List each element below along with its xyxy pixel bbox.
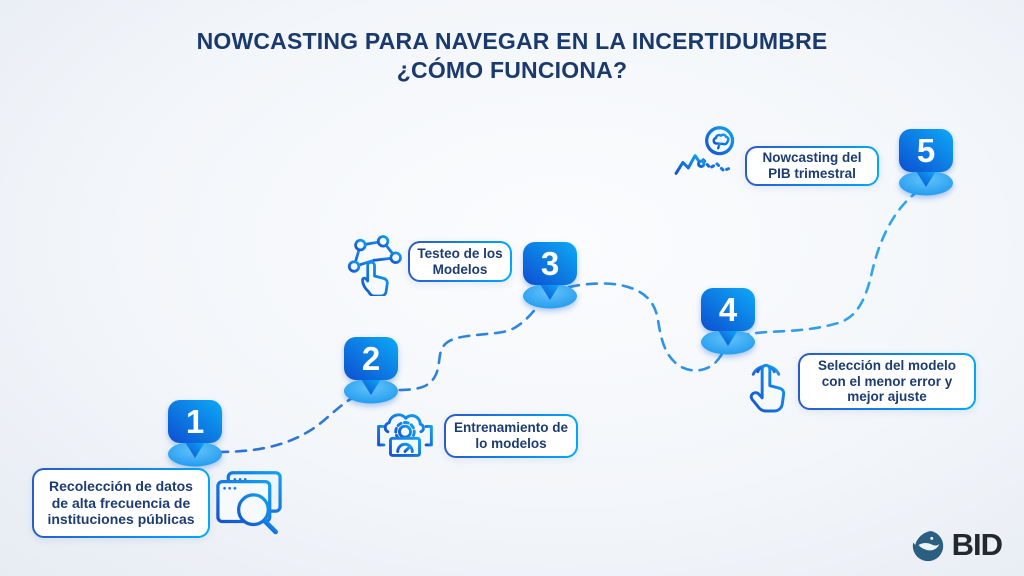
step-1-label-box: Recolección de datos de alta frecuencia … (32, 468, 210, 538)
step-1-number: 1 (186, 403, 204, 440)
page-title: NOWCASTING PARA NAVEGAR EN LA INCERTIDUM… (0, 27, 1024, 85)
step-4-label: Selección del modelo con el menor error … (817, 357, 957, 405)
step-5-number: 5 (917, 132, 935, 169)
bid-logo: BID (909, 526, 1003, 564)
step-3-label-box: Testeo de los Modelos (408, 241, 512, 282)
step-4-number: 4 (719, 291, 738, 328)
bid-logo-text: BID (951, 527, 1003, 562)
title-line-2: ¿CÓMO FUNCIONA? (396, 56, 628, 83)
cloud-gear-laptop-icon (372, 404, 438, 475)
step-2-label: Entrenamiento de lo modelos (453, 420, 569, 451)
tap-hand-icon (736, 350, 796, 429)
step-3-label: Testeo de los Modelos (417, 245, 503, 277)
step-4-marker: 4 (701, 288, 755, 355)
bid-globe-icon (912, 530, 943, 562)
step-5-label: Nowcasting del PIB trimestral (762, 150, 862, 181)
step-3-number: 3 (541, 245, 559, 282)
step-4-label-box: Selección del modelo con el menor error … (798, 353, 976, 410)
chart-brain-forecast-icon (672, 124, 740, 195)
step-2-marker: 2 (344, 337, 398, 404)
step-1-label: Recolección de datos de alta frecuencia … (47, 478, 195, 528)
step-2-number: 2 (362, 340, 380, 377)
step-2-label-box: Entrenamiento de lo modelos (444, 414, 578, 458)
step-5-marker: 5 (899, 129, 953, 196)
step-3-marker: 3 (523, 242, 577, 309)
dashed-route-path (216, 182, 928, 454)
title-line-1: NOWCASTING PARA NAVEGAR EN LA INCERTIDUM… (196, 28, 828, 54)
browser-barchart-magnifier-icon (212, 468, 286, 549)
step-5-label-box: Nowcasting del PIB trimestral (745, 146, 879, 186)
network-pointer-hand-icon (344, 232, 402, 301)
step-1-marker: 1 (168, 400, 222, 467)
